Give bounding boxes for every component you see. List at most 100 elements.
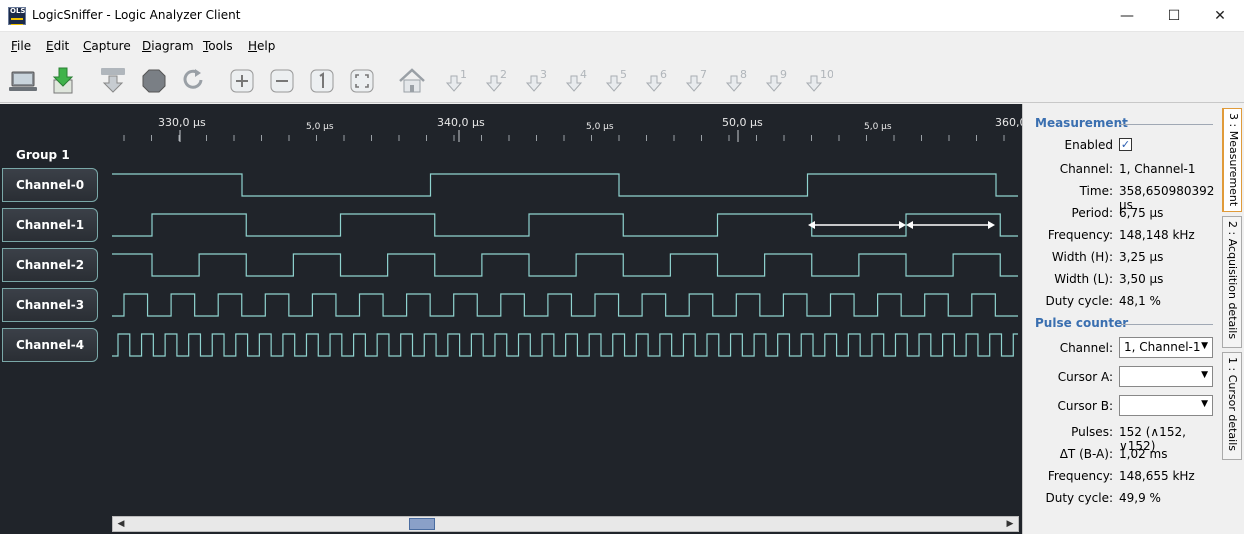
zoom-out-button[interactable]	[267, 66, 297, 96]
capture-button[interactable]	[98, 66, 128, 96]
menu-diagram[interactable]: Diagram	[142, 39, 194, 53]
delta-t-value: 1,02 ms	[1119, 447, 1168, 461]
pulse-duty-value: 49,9 %	[1119, 491, 1161, 505]
svg-text:1: 1	[460, 68, 467, 81]
cursor-arrow-icon: 3	[525, 68, 547, 92]
goto-trigger-button[interactable]	[397, 66, 427, 96]
meas-duty-value: 48,1 %	[1119, 294, 1161, 308]
scroll-left-icon[interactable]: ◀	[117, 519, 125, 529]
group-label: Group 1	[16, 148, 70, 162]
repeat-capture-button[interactable]	[178, 66, 208, 96]
pulse-frequency-value: 148,655 kHz	[1119, 469, 1195, 483]
meas-width-h-value: 3,25 µs	[1119, 250, 1164, 264]
goto-cursor-8-button[interactable]: 8	[723, 66, 753, 96]
channel-label-2[interactable]: Channel-2	[2, 248, 98, 282]
ruler-label: 360,0	[995, 116, 1027, 129]
delta-t-label: ΔT (B-A):	[1059, 447, 1113, 461]
measurement-arrowhead	[988, 221, 995, 229]
cursor-arrow-icon: 8	[725, 68, 747, 92]
home-icon	[399, 68, 425, 93]
measurement-arrowhead	[906, 221, 913, 229]
channel-label-3[interactable]: Channel-3	[2, 288, 98, 322]
tab-cursor-details[interactable]: 1 : Cursor details	[1222, 352, 1242, 460]
ruler-label: 340,0 µs	[437, 116, 485, 129]
svg-text:6: 6	[660, 68, 667, 81]
svg-text:3: 3	[540, 68, 547, 81]
window-title: LogicSniffer - Logic Analyzer Client	[32, 8, 241, 22]
channel-label-1[interactable]: Channel-1	[2, 208, 98, 242]
cursor-a-select[interactable]: ▼	[1119, 366, 1213, 387]
trace-channel-2	[112, 253, 1018, 277]
pulses-label: Pulses:	[1071, 425, 1113, 439]
cursor-arrow-icon: 6	[645, 68, 667, 92]
horizontal-scrollbar[interactable]: ◀ ▶	[112, 516, 1019, 532]
menu-capture[interactable]: Capture	[83, 39, 131, 53]
goto-cursor-6-button[interactable]: 6	[643, 66, 673, 96]
zoom-all-button[interactable]	[347, 66, 377, 96]
ruler-label: 5,0 µs	[864, 122, 892, 132]
menu-help[interactable]: Help	[248, 39, 276, 53]
save-button[interactable]	[48, 66, 78, 96]
menu-bar: File Edit Capture Diagram Tools Help	[0, 33, 1244, 59]
meas-width-l-value: 3,50 µs	[1119, 272, 1164, 286]
stop-button[interactable]	[139, 66, 169, 96]
measurement-panel: Measurement Enabled ✓ Channel: 1, Channe…	[1022, 104, 1220, 534]
svg-text:7: 7	[700, 68, 707, 81]
cursor-arrow-icon: 7	[685, 68, 707, 92]
signal-diagram[interactable]: 330,0 µs 5,0 µs 340,0 µs 5,0 µs 50,0 µs …	[0, 104, 1027, 534]
goto-cursor-5-button[interactable]: 5	[603, 66, 633, 96]
meas-channel-label: Channel:	[1059, 162, 1113, 176]
cursor-b-select[interactable]: ▼	[1119, 395, 1213, 416]
ruler-label: 330,0 µs	[158, 116, 206, 129]
close-button[interactable]: ✕	[1214, 8, 1226, 24]
meas-width-l-label: Width (L):	[1054, 272, 1113, 286]
pulse-counter-title: Pulse counter	[1035, 316, 1129, 330]
download-icon	[52, 67, 74, 94]
chevron-down-icon: ▼	[1201, 370, 1208, 380]
cursor-arrow-icon: 10	[805, 68, 834, 92]
meas-time-value: 358,650980392 µs	[1119, 184, 1215, 212]
pulse-channel-select[interactable]: 1, Channel-1▼	[1119, 337, 1213, 358]
cursor-arrow-icon: 2	[485, 68, 507, 92]
cursor-arrow-icon: 1	[445, 68, 467, 92]
section-divider	[1119, 124, 1213, 125]
tab-measurement[interactable]: 3 : Measurement	[1222, 108, 1242, 212]
stop-icon	[142, 69, 166, 93]
meas-duty-label: Duty cycle:	[1045, 294, 1113, 308]
meas-period-label: Period:	[1071, 206, 1113, 220]
menu-tools[interactable]: Tools	[203, 39, 233, 53]
goto-cursor-3-button[interactable]: 3	[523, 66, 553, 96]
meas-channel-value: 1, Channel-1	[1119, 162, 1196, 176]
tab-acquisition-details[interactable]: 2 : Acquisition details	[1222, 216, 1242, 348]
maximize-button[interactable]: ☐	[1167, 8, 1181, 24]
zoom-original-icon	[310, 69, 334, 93]
channel-label-4[interactable]: Channel-4	[2, 328, 98, 362]
menu-file[interactable]: File	[11, 39, 32, 53]
enabled-checkbox[interactable]: ✓	[1119, 138, 1132, 151]
goto-cursor-9-button[interactable]: 9	[763, 66, 793, 96]
trace-channel-3	[112, 293, 1018, 317]
pulse-frequency-label: Frequency:	[1047, 469, 1113, 483]
zoom-original-button[interactable]	[307, 66, 337, 96]
zoom-in-icon	[230, 69, 254, 93]
refresh-icon	[183, 69, 203, 89]
goto-cursor-4-button[interactable]: 4	[563, 66, 593, 96]
goto-cursor-7-button[interactable]: 7	[683, 66, 713, 96]
ruler-label: 5,0 µs	[306, 122, 334, 132]
scroll-right-icon[interactable]: ▶	[1006, 519, 1014, 529]
meas-time-label: Time:	[1079, 184, 1113, 198]
menu-edit[interactable]: Edit	[46, 39, 70, 53]
zoom-out-icon	[270, 69, 294, 93]
enabled-label: Enabled	[1064, 138, 1114, 152]
scroll-thumb[interactable]	[409, 518, 435, 530]
meas-frequency-value: 148,148 kHz	[1119, 228, 1195, 242]
goto-cursor-1-button[interactable]: 1	[443, 66, 473, 96]
svg-text:8: 8	[740, 68, 747, 81]
zoom-in-button[interactable]	[227, 66, 257, 96]
goto-cursor-2-button[interactable]: 2	[483, 66, 513, 96]
side-tabs: 3 : Measurement 2 : Acquisition details …	[1220, 104, 1244, 534]
channel-label-0[interactable]: Channel-0	[2, 168, 98, 202]
goto-cursor-10-button[interactable]: 10	[803, 66, 834, 96]
minimize-button[interactable]: —	[1120, 8, 1134, 24]
open-device-button[interactable]	[8, 66, 38, 96]
